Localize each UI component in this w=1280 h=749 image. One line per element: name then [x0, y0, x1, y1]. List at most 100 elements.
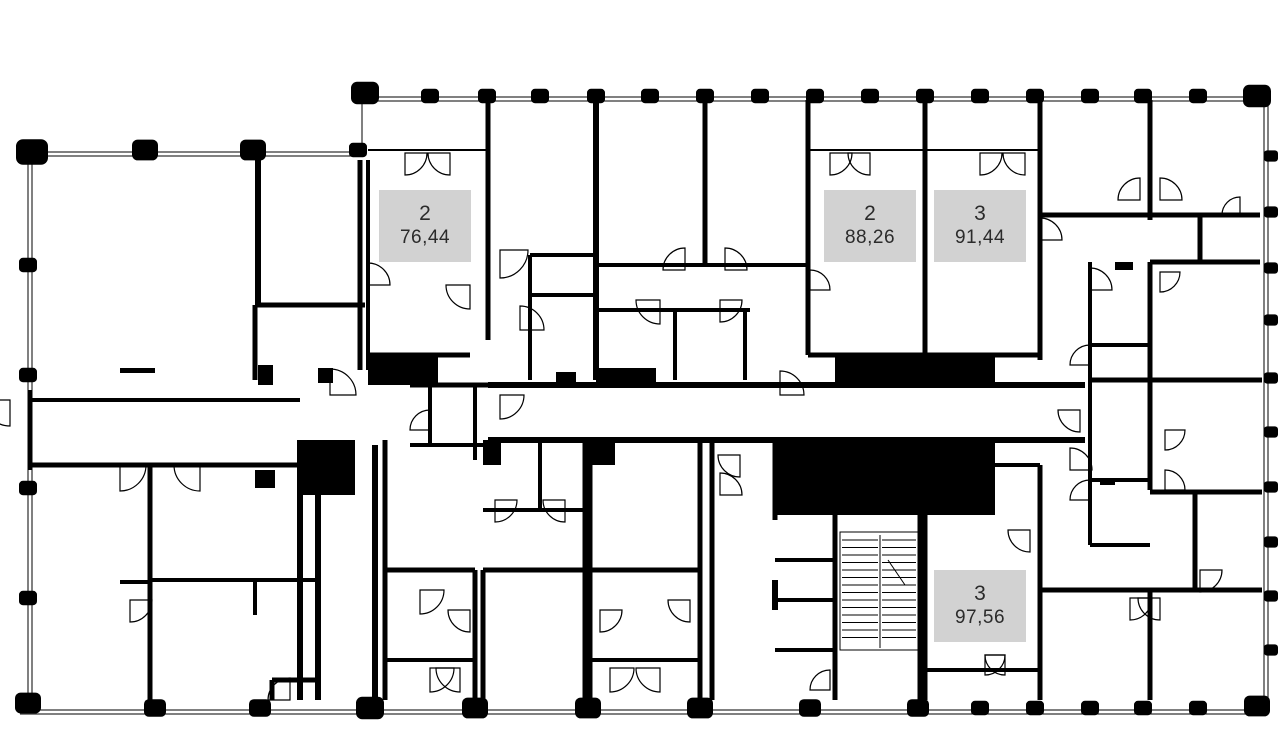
column — [1026, 700, 1044, 716]
stair-outline — [839, 531, 919, 651]
door-swing — [1159, 177, 1183, 201]
door-swing — [367, 262, 391, 286]
door-swing — [719, 299, 743, 323]
door-swing — [1089, 267, 1113, 291]
door-swing — [984, 654, 1006, 676]
apartment-rooms: 3 — [974, 582, 986, 605]
wall-block — [835, 355, 995, 383]
door-swing — [447, 609, 471, 633]
staircase — [839, 531, 919, 651]
column — [687, 697, 713, 719]
column — [1189, 88, 1207, 104]
door-swing — [609, 667, 635, 693]
column — [861, 88, 879, 104]
column — [575, 697, 601, 719]
apartment-rooms: 2 — [419, 202, 431, 225]
door-swing — [427, 152, 451, 176]
door-swing — [1007, 529, 1031, 553]
wall-block — [120, 368, 155, 373]
door-swing — [429, 667, 455, 693]
column — [356, 696, 384, 720]
column — [19, 257, 37, 273]
column — [19, 367, 37, 383]
door-swing — [267, 677, 291, 701]
wall-block — [255, 470, 275, 488]
column — [1264, 426, 1278, 438]
wall-block — [483, 440, 501, 465]
column — [132, 139, 158, 161]
door-swing — [129, 599, 153, 623]
door-swing — [829, 152, 853, 176]
column — [1244, 695, 1270, 717]
column — [144, 699, 166, 717]
door-swing — [1159, 271, 1181, 293]
apartment-rooms: 3 — [974, 202, 986, 225]
column — [587, 88, 605, 104]
wall-block — [596, 368, 656, 385]
door-swing — [1164, 429, 1186, 451]
wall-block — [775, 440, 995, 515]
column — [971, 700, 989, 716]
door-swing — [1129, 597, 1153, 621]
column — [916, 88, 934, 104]
apartment-label[interactable]: 2 88,26 — [824, 190, 916, 262]
door-swing — [979, 152, 1003, 176]
column — [1134, 700, 1152, 716]
column — [16, 139, 48, 165]
door-swing — [667, 599, 691, 623]
column — [240, 139, 266, 161]
column — [799, 699, 821, 717]
column — [249, 699, 271, 717]
wall-block — [258, 365, 273, 385]
wall-block — [772, 580, 778, 610]
door-swing — [779, 370, 805, 396]
wall-block — [1100, 480, 1115, 485]
door-swing — [662, 247, 686, 271]
column — [696, 88, 714, 104]
apartment-area: 91,44 — [954, 227, 1006, 248]
column — [1264, 206, 1278, 218]
column — [751, 88, 769, 104]
door-swing — [1069, 479, 1091, 501]
apartment-rooms: 2 — [864, 202, 876, 225]
column — [19, 590, 37, 606]
wall-block — [318, 368, 333, 383]
door-swing — [419, 589, 445, 615]
column — [15, 692, 41, 714]
column — [1243, 84, 1271, 108]
door-swing — [499, 394, 525, 420]
apartment-area: 97,56 — [954, 607, 1006, 628]
door-swings — [0, 152, 1241, 701]
door-swing — [409, 409, 431, 431]
column — [478, 88, 496, 104]
column — [806, 88, 824, 104]
column — [1264, 262, 1278, 274]
door-swing — [809, 269, 831, 291]
door-swing — [519, 305, 545, 331]
column — [1189, 700, 1207, 716]
structural-columns — [15, 81, 1278, 720]
column — [1264, 536, 1278, 548]
door-swing — [1164, 469, 1186, 491]
column — [1264, 481, 1278, 493]
wall-block — [300, 440, 355, 495]
column — [1134, 88, 1152, 104]
column — [531, 88, 549, 104]
apartment-label[interactable]: 2 76,44 — [379, 190, 471, 262]
column — [971, 88, 989, 104]
column — [1264, 150, 1278, 162]
column — [462, 697, 488, 719]
column — [641, 88, 659, 104]
door-swing — [1199, 569, 1223, 593]
apartment-area: 88,26 — [844, 227, 896, 248]
stair-arrow — [887, 559, 906, 586]
door-swing — [847, 152, 871, 176]
column — [1081, 88, 1099, 104]
door-swing — [435, 667, 461, 693]
apartment-label[interactable]: 3 97,56 — [934, 570, 1026, 642]
door-swing — [719, 472, 743, 496]
column — [421, 88, 439, 104]
door-swing — [173, 464, 201, 492]
apartment-label[interactable]: 3 91,44 — [934, 190, 1026, 262]
